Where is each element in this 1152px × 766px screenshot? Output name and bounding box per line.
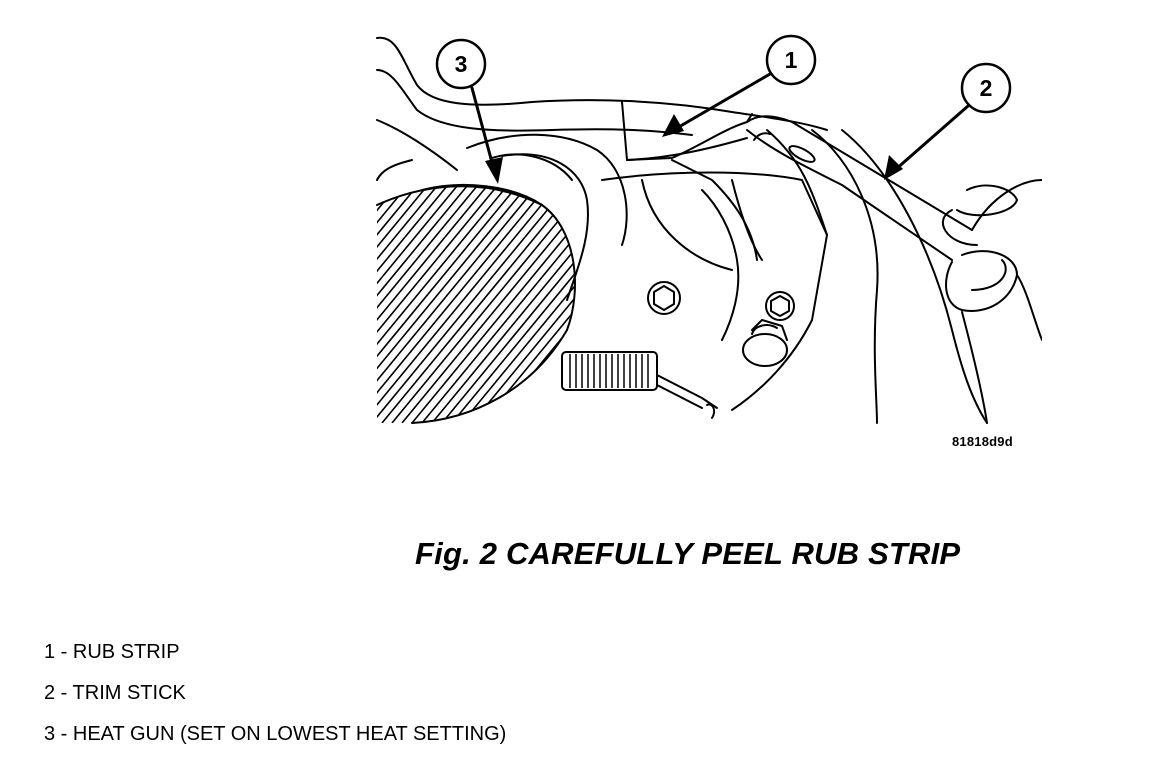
trim-stick [746,115,973,231]
callout-2-arrowhead [884,155,903,180]
legend-item: 2 - TRIM STICK [44,682,186,704]
heat-gun-body [376,185,576,424]
illustration: 3 1 2 [372,30,1042,425]
callout-3-leader [470,86,496,172]
stud [742,333,788,367]
callout-1-leader [675,72,772,130]
callout-2-number: 2 [980,75,993,101]
panel-outline [376,36,828,131]
illustration-drawing: 3 1 2 [376,34,1042,424]
bolt [647,281,681,315]
figure-id: 81818d9d [952,434,1013,449]
callout-1: 1 [765,34,817,86]
callout-2: 2 [960,62,1012,114]
heat-gun-nozzle [466,133,628,246]
legend: 1 - RUB STRIP 2 - TRIM STICK 3 - HEAT GU… [44,632,506,755]
callout-3-number: 3 [455,51,468,77]
callout-2-leader [893,104,970,172]
callout-1-number: 1 [785,47,798,73]
hand [971,179,1042,231]
legend-item: 1 - RUB STRIP [44,641,180,663]
legend-item: 3 - HEAT GUN (SET ON LOWEST HEAT SETTING… [44,723,507,745]
callout-3-arrowhead [485,157,503,184]
rub-strip [621,101,753,161]
callout-3: 3 [435,38,487,90]
callout-1-arrowhead [662,114,684,137]
bolt [765,291,795,321]
spring [561,351,658,391]
figure-caption: Fig. 2 CAREFULLY PEEL RUB STRIP [415,536,961,571]
